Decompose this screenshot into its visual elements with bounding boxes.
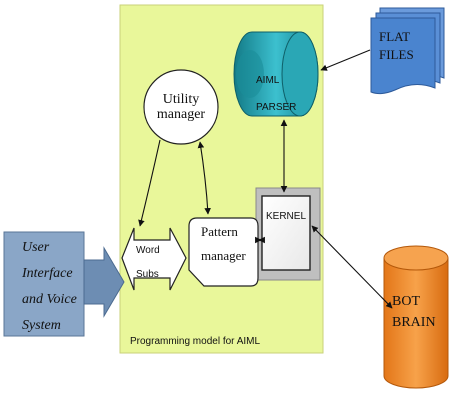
user-interface-label-2: Interface (21, 266, 73, 281)
word-subs-label-2: Subs (136, 269, 159, 280)
flat-files-label-2: FILES (379, 47, 414, 62)
bot-brain-label-2: BRAIN (392, 315, 436, 330)
word-subs-label-1: Word (136, 245, 160, 256)
kernel-label: KERNEL (266, 211, 306, 222)
aiml-parser-label-2: PARSER (256, 102, 296, 113)
pattern-manager-node: Pattern manager (188, 217, 259, 287)
user-interface-label-3: and Voice (22, 292, 77, 307)
word-subs-node: Word Subs (121, 227, 187, 291)
utility-manager-node: Utility manager (143, 69, 219, 145)
pattern-manager-label-1: Pattern (201, 224, 238, 239)
flat-files-label-1: FLAT (379, 29, 410, 44)
utility-pattern-arrow (197, 141, 211, 215)
bot-brain-cylinder: BOT BRAIN (383, 245, 449, 389)
user-interface-label-4: System (22, 318, 61, 333)
utility-to-wordsubs-arrow (138, 139, 161, 227)
panel-caption: Programming model for AIML (130, 336, 260, 347)
pattern-manager-label-2: manager (201, 248, 246, 263)
connectors (138, 49, 393, 309)
kernel-node: KERNEL (255, 187, 321, 281)
flat-files-to-parser-arrow (320, 49, 371, 71)
user-interface-node: User Interface and Voice System (3, 231, 125, 337)
kernel-brain-arrow (311, 225, 393, 309)
aiml-parser-cylinder: AIML PARSER (233, 31, 319, 117)
aiml-parser-label-1: AIML (256, 75, 280, 86)
utility-manager-label-1: Utility (163, 92, 200, 107)
utility-manager-label-2: manager (157, 107, 206, 122)
user-interface-label-1: User (22, 240, 50, 255)
bot-brain-label-1: BOT (392, 294, 420, 309)
flat-files-stack: FLAT FILES (370, 7, 445, 95)
